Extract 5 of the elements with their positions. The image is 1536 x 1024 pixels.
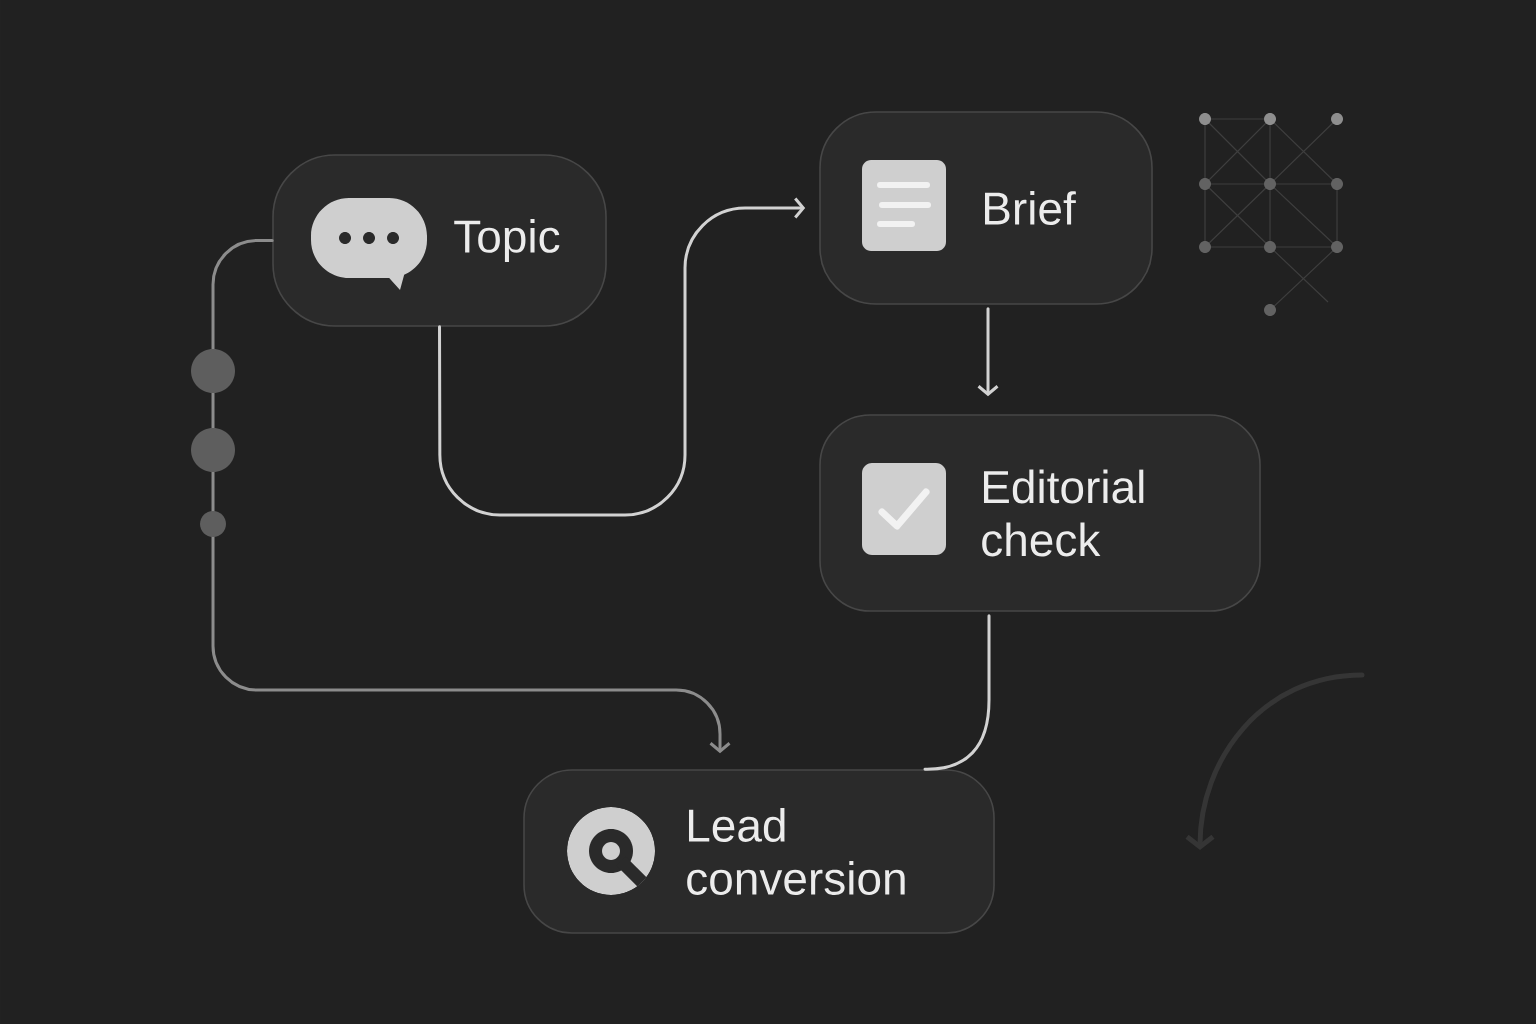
process-box: Lead conversion xyxy=(523,769,995,934)
arrow xyxy=(977,307,999,397)
connector-line xyxy=(923,614,991,771)
arrow xyxy=(438,197,806,517)
arrow xyxy=(211,239,731,754)
